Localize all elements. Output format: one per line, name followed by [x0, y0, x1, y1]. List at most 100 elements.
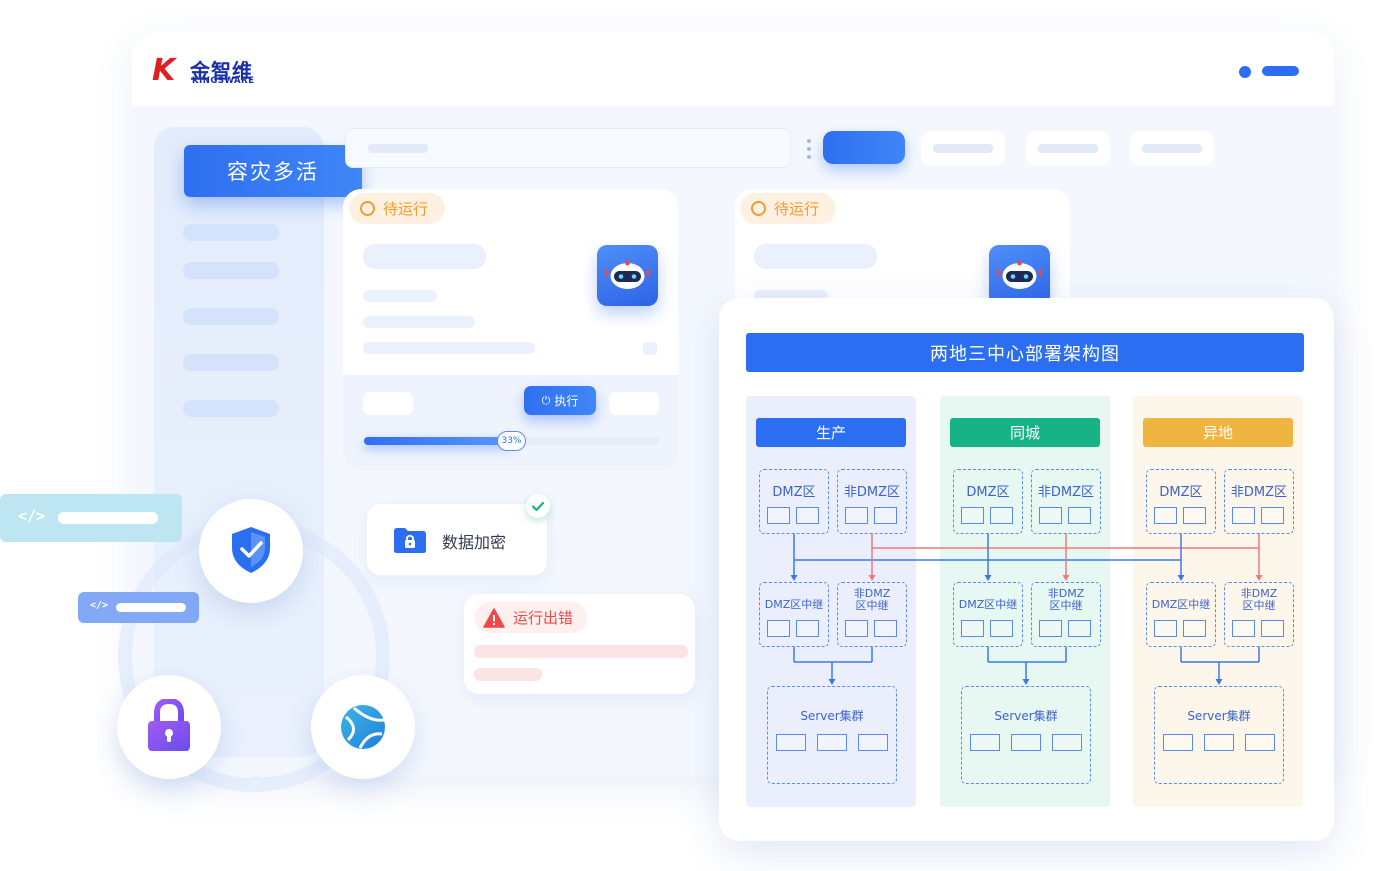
error-badge: 运行出错 [475, 602, 587, 633]
status-badge-pending: 待运行 [349, 193, 445, 224]
dmz-arrow [1177, 575, 1185, 581]
search-placeholder [368, 144, 428, 153]
code-snippet-badge-large: </> [0, 494, 182, 542]
zone-non-dmz [1031, 469, 1101, 534]
code-icon: </> [18, 507, 46, 525]
brand-mark-icon: K [152, 53, 176, 88]
zone-dmz-label: DMZ区 [772, 485, 816, 500]
progress-label: 33% [497, 431, 526, 451]
error-line-1 [474, 645, 688, 658]
sidebar-item-1[interactable] [183, 224, 279, 241]
relay-non-dmz-label-2: 区中继 [1049, 599, 1083, 612]
cluster-arrow [1022, 679, 1030, 685]
run-button-label: 执行 [554, 394, 579, 408]
node-slot [1154, 507, 1177, 524]
node-slot [1183, 507, 1206, 524]
node-slot [990, 620, 1013, 637]
task-line-4 [643, 342, 657, 355]
server-cluster [961, 686, 1091, 784]
sidebar-item-dr-active[interactable]: 容灾多活 [184, 145, 362, 197]
error-text: 运行出错 [513, 609, 574, 627]
pending-circle-icon [360, 201, 375, 216]
relay-dmz-label: DMZ区中继 [1151, 598, 1211, 611]
globe-badge [311, 675, 415, 779]
lock-icon [148, 699, 190, 751]
code-snippet-bar [58, 512, 158, 524]
task-footer-field-2[interactable] [609, 392, 659, 415]
relay-dmz-label: DMZ区中继 [958, 598, 1018, 611]
status-badge-pending: 待运行 [740, 193, 836, 224]
node-slot [1011, 734, 1041, 751]
node-slot [874, 507, 897, 524]
zone-dmz [759, 469, 829, 534]
encrypt-card-label: 数据加密 [442, 533, 507, 552]
node-slot [1163, 734, 1193, 751]
task-line-2 [363, 316, 475, 328]
user-name-placeholder[interactable] [1262, 66, 1299, 76]
filter-tab-2-label [933, 144, 993, 153]
decor-dot [248, 776, 264, 792]
lock-badge [117, 675, 221, 779]
node-slot [845, 620, 868, 637]
brand-name-en: KINGSWARE [192, 76, 255, 86]
node-slot [858, 734, 888, 751]
server-cluster-label: Server集群 [994, 709, 1058, 723]
dmz-arrow [984, 575, 992, 581]
relay-non-dmz-label-1: 非DMZ [1047, 587, 1085, 600]
node-slot [767, 507, 790, 524]
server-cluster-label: Server集群 [1187, 709, 1251, 723]
relay-non-dmz [1224, 582, 1294, 647]
check-icon [526, 494, 550, 518]
relay-dmz-label: DMZ区中继 [764, 598, 824, 611]
shield-badge [199, 499, 303, 603]
node-slot [1183, 620, 1206, 637]
task-card[interactable] [343, 189, 678, 470]
relay-non-dmz [1031, 582, 1101, 647]
zone-dmz-label: DMZ区 [966, 485, 1010, 500]
robot-avatar [597, 245, 658, 306]
server-cluster [1154, 686, 1284, 784]
task-footer-field-1[interactable] [363, 392, 413, 415]
sidebar-item-4[interactable] [183, 354, 279, 371]
relay-dmz [953, 582, 1023, 647]
code-snippet-bar [116, 603, 186, 612]
robot-icon [997, 260, 1042, 289]
status-text: 待运行 [774, 200, 820, 218]
node-slot [961, 507, 984, 524]
node-slot [874, 620, 897, 637]
sidebar-item-5[interactable] [183, 400, 279, 417]
task-line-3 [363, 342, 535, 354]
site-header: 生产 [756, 418, 906, 447]
more-options-icon[interactable] [806, 139, 812, 161]
node-slot [1232, 507, 1255, 524]
brand-logo[interactable]: K 金智维 KINGSWARE [152, 56, 272, 88]
zone-non-dmz-label: 非DMZ区 [1037, 485, 1095, 500]
node-slot [1204, 734, 1234, 751]
zone-dmz [1146, 469, 1216, 534]
user-status-dot[interactable] [1239, 66, 1251, 78]
zone-non-dmz-label: 非DMZ区 [1230, 485, 1288, 500]
node-slot [1261, 620, 1284, 637]
server-cluster-label: Server集群 [800, 709, 864, 723]
sidebar-item-3[interactable] [183, 308, 279, 325]
node-slot [767, 620, 790, 637]
server-cluster [767, 686, 897, 784]
filter-tab-3-label [1038, 144, 1098, 153]
site-header: 异地 [1143, 418, 1293, 447]
zone-non-dmz [837, 469, 907, 534]
sidebar-item-2[interactable] [183, 262, 279, 279]
relay-non-dmz-label-2: 区中继 [1242, 599, 1276, 612]
dmz-arrow [790, 575, 798, 581]
node-slot [1039, 507, 1062, 524]
relay-non-dmz-label-1: 非DMZ [853, 587, 891, 600]
app-header [132, 32, 1334, 106]
node-slot [1154, 620, 1177, 637]
run-button[interactable]: ⏻ 执行 [524, 386, 596, 415]
node-slot [1052, 734, 1082, 751]
filter-tab-active[interactable] [823, 131, 905, 164]
task-card-footer [343, 375, 678, 470]
node-slot [1245, 734, 1275, 751]
code-snippet-badge-small: </> [78, 592, 199, 623]
shield-check-icon [232, 527, 270, 573]
